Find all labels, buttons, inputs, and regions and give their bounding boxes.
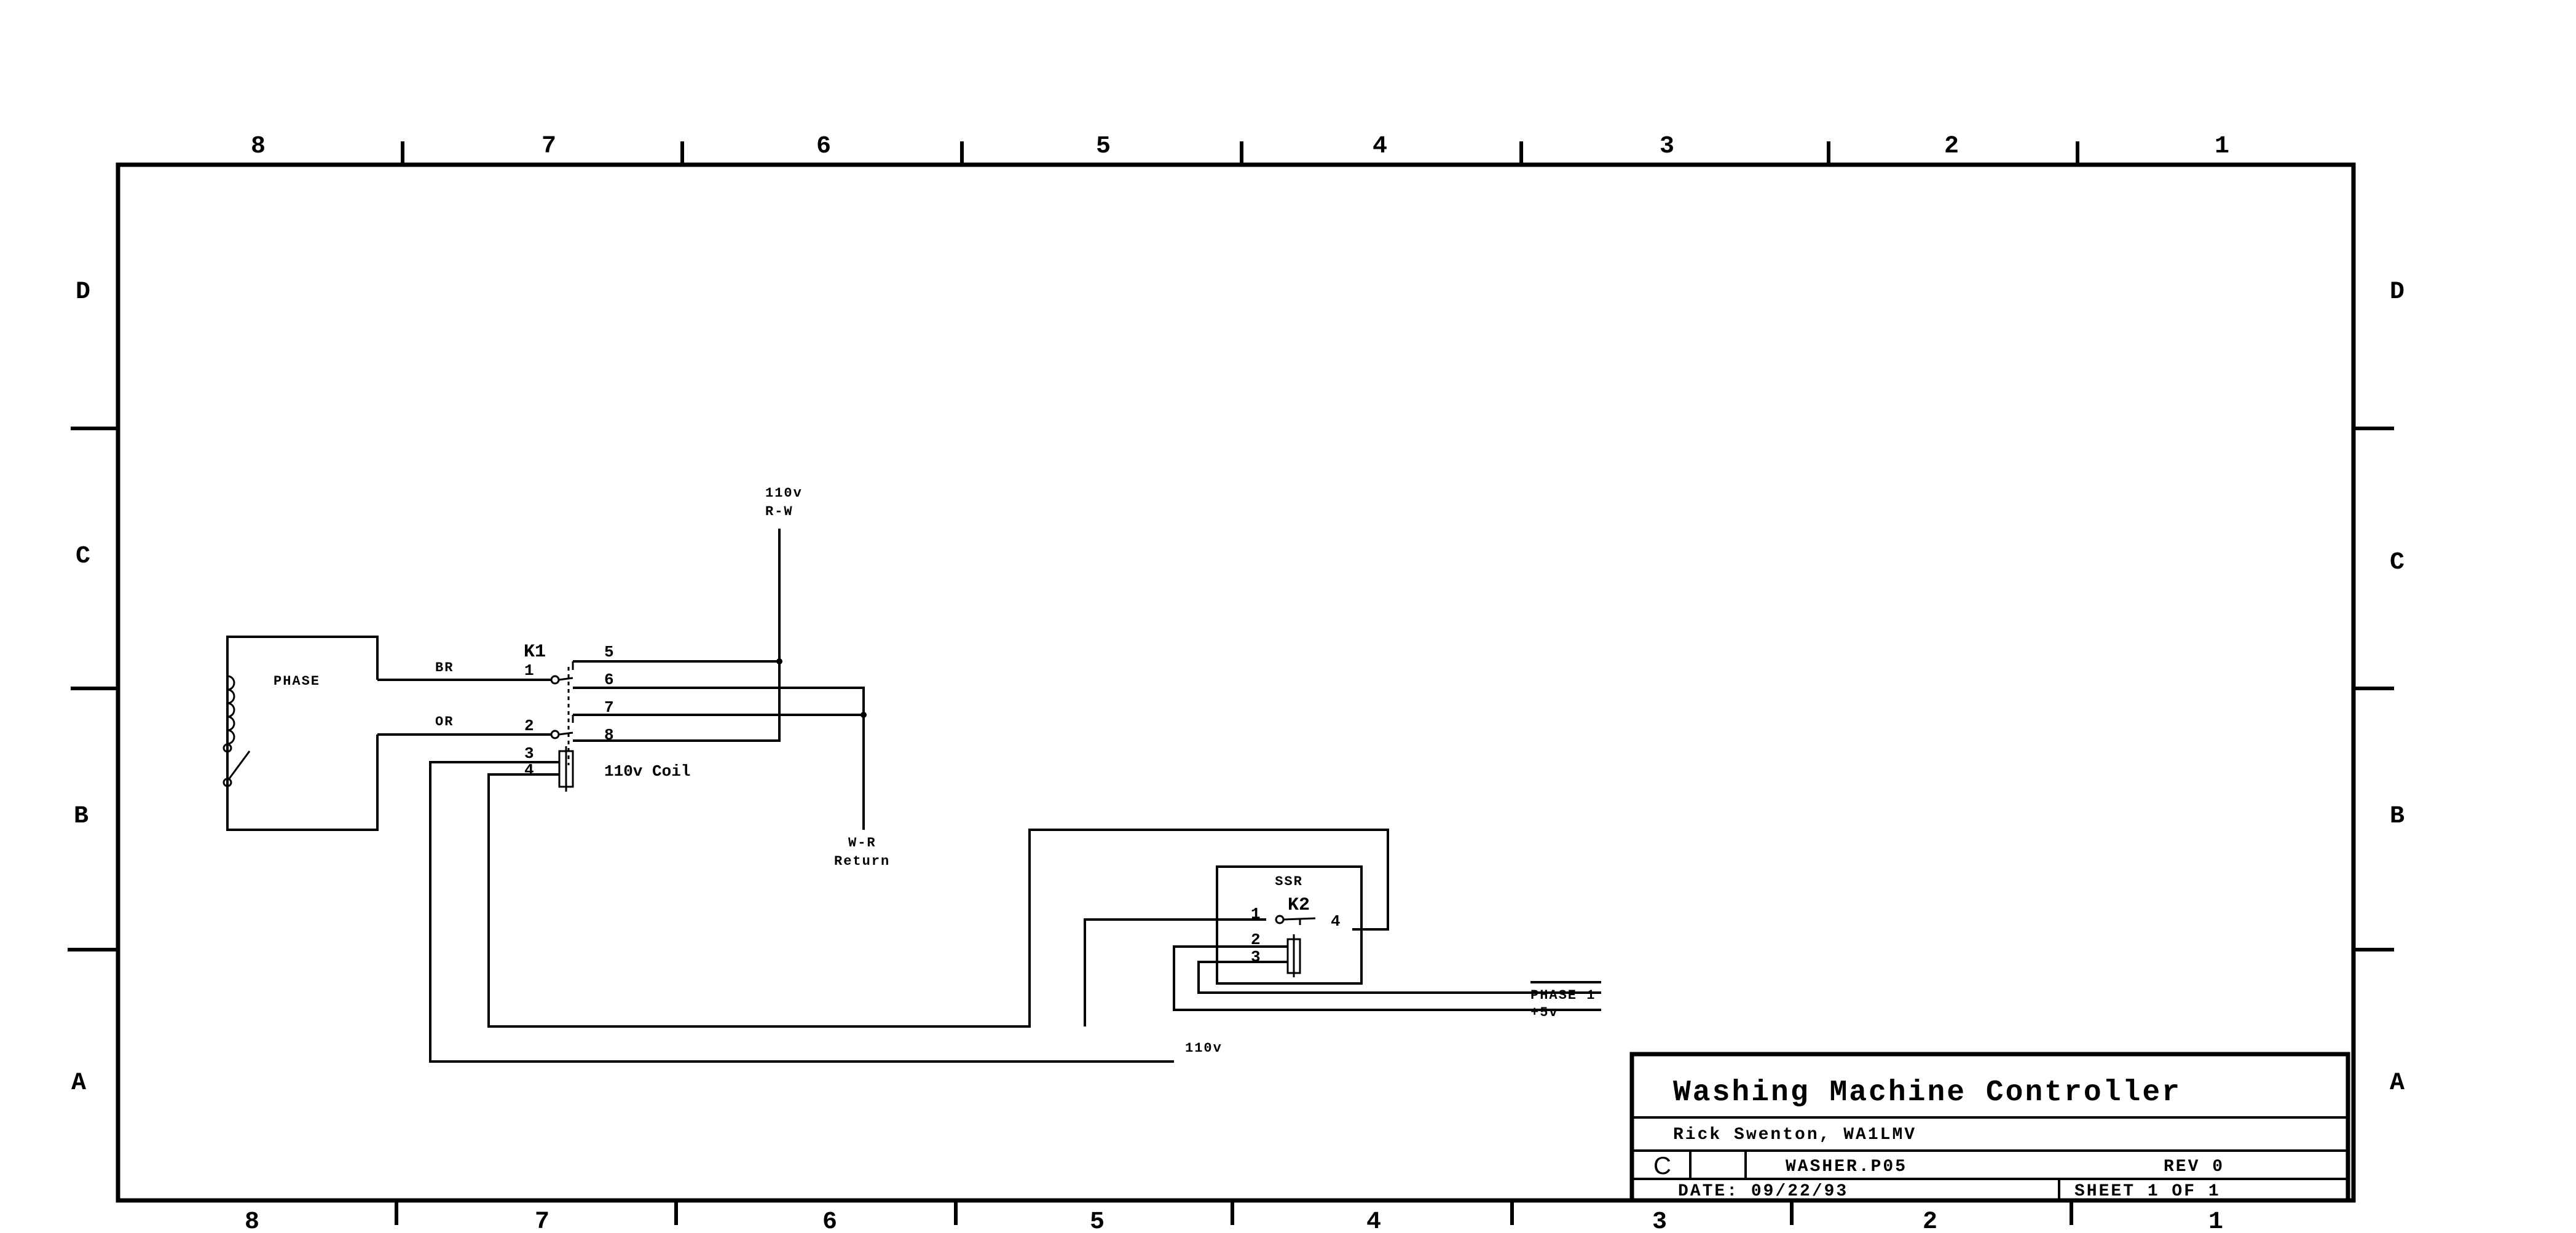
k1-pin-6: 6 xyxy=(604,671,614,689)
zone-col-bottom-3: 3 xyxy=(1652,1208,1667,1233)
k2-pin-3: 3 xyxy=(1251,948,1261,966)
bottom-zone-ticks xyxy=(395,1200,2073,1225)
phase-block: PHASE xyxy=(223,636,379,831)
zone-col-top-3: 3 xyxy=(1660,133,1674,160)
drawing-date: DATE: 09/22/93 xyxy=(1678,1182,1848,1201)
revision: REV 0 xyxy=(2164,1157,2224,1176)
zone-col-top-6: 6 xyxy=(816,133,831,160)
sheet-size: C xyxy=(1653,1152,1671,1180)
zone-row-right-D: D xyxy=(2390,278,2405,306)
title-block: Washing Machine Controller Rick Swenton,… xyxy=(1629,1052,2350,1203)
zone-col-top-5: 5 xyxy=(1096,133,1111,160)
k1-pin-7: 7 xyxy=(604,698,614,717)
k2-pin-4: 4 xyxy=(1331,912,1341,931)
k1-pin-3: 3 xyxy=(524,744,534,763)
zone-row-right-B: B xyxy=(2390,803,2405,830)
wire-label-110v-bottom: 110v xyxy=(1185,1041,1223,1056)
ssr-k2: SSR K2 1 2 3 4 xyxy=(1084,865,1601,1026)
k1-coil-label: 110v Coil xyxy=(604,762,690,781)
wire-label-br: BR xyxy=(435,660,454,676)
zone-col-bottom-8: 8 xyxy=(245,1208,259,1233)
drawing-title: Washing Machine Controller xyxy=(1673,1076,2181,1109)
zone-col-top-1: 1 xyxy=(2215,133,2229,160)
return-label-wr: W-R xyxy=(848,835,876,851)
inductor-symbol xyxy=(227,675,235,745)
k1-ref: K1 xyxy=(524,642,546,663)
k1-pin-5: 5 xyxy=(604,643,614,661)
k2-pin-2: 2 xyxy=(1251,931,1261,949)
phase-label: PHASE xyxy=(274,674,320,689)
ssr-box xyxy=(1216,865,1363,985)
ssr-label: SSR xyxy=(1275,874,1303,889)
zone-row-right-C: C xyxy=(2390,549,2405,577)
zone-col-top-2: 2 xyxy=(1944,133,1959,160)
zone-row-left-A: A xyxy=(71,1070,86,1097)
supply-label-rw: R-W xyxy=(765,504,794,519)
switch-symbol xyxy=(227,750,251,780)
top-zone-ticks xyxy=(401,141,2079,165)
zone-col-bottom-5: 5 xyxy=(1090,1208,1105,1233)
zone-col-top-4: 4 xyxy=(1373,133,1387,160)
wire-label-phase1: PHASE 1 xyxy=(1530,988,1596,1003)
drawing-author: Rick Swenton, WA1LMV xyxy=(1673,1125,1916,1144)
zone-row-left-D: D xyxy=(76,278,90,306)
zone-col-bottom-2: 2 xyxy=(1923,1208,1937,1233)
return-wr: W-R Return xyxy=(834,835,890,869)
supply-110v-rw: 110v R-W xyxy=(765,486,803,661)
zone-row-right-A: A xyxy=(2390,1070,2405,1097)
zone-row-left-B: B xyxy=(74,803,89,830)
k1-pin-4: 4 xyxy=(524,761,534,779)
drawing-frame xyxy=(116,162,2356,1203)
zone-col-bottom-4: 4 xyxy=(1366,1208,1381,1233)
side-zone-ticks xyxy=(68,427,2394,951)
sheet-number: SHEET 1 OF 1 xyxy=(2074,1182,2221,1201)
zone-row-left-C: C xyxy=(76,543,90,570)
relay-k1: K1 BR OR 1 2 3 4 5 6 7 8 110v Coil xyxy=(377,642,867,830)
k1-pin-1: 1 xyxy=(524,661,534,680)
return-label: Return xyxy=(834,854,890,869)
zone-col-top-7: 7 xyxy=(542,133,556,160)
zone-col-bottom-6: 6 xyxy=(822,1208,837,1233)
zone-col-bottom-7: 7 xyxy=(535,1208,549,1233)
zone-col-top-8: 8 xyxy=(251,133,266,160)
supply-label-110v: 110v xyxy=(765,486,803,501)
wire-label-plus5v: +5v xyxy=(1530,1005,1559,1020)
zone-col-bottom-1: 1 xyxy=(2208,1208,2223,1233)
k2-ref: K2 xyxy=(1288,895,1310,916)
k1-pin-2: 2 xyxy=(524,717,534,735)
wire-label-or: OR xyxy=(435,714,454,730)
file-name: WASHER.P05 xyxy=(1786,1157,1907,1176)
